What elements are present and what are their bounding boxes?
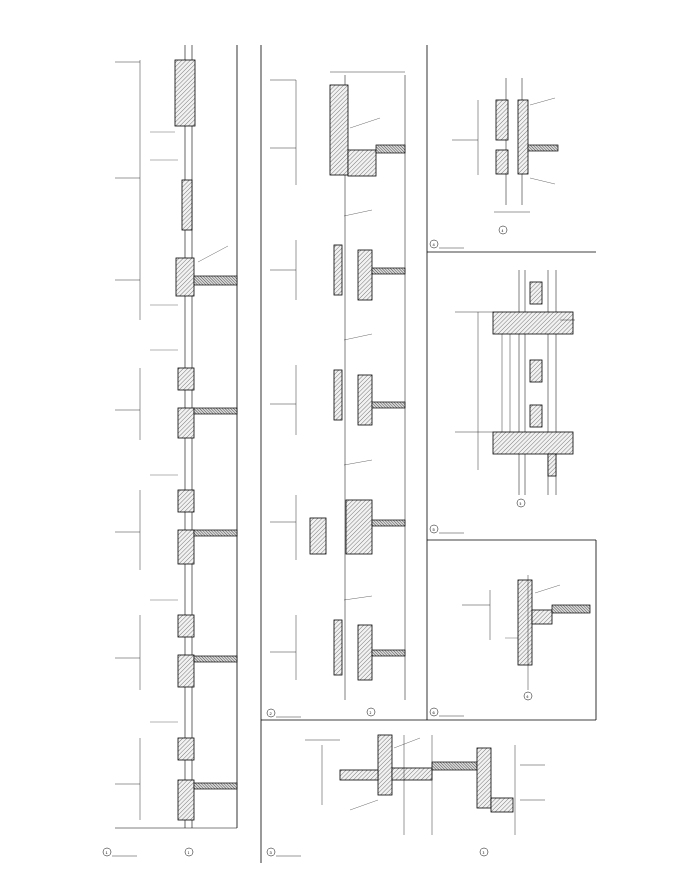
panel-5-axis-mark: 5 — [520, 502, 522, 506]
panel-5-marker: 5 — [433, 527, 436, 532]
panel-2-section-details: 2 — [270, 71, 406, 717]
panel-2-marker: 2 — [270, 711, 273, 716]
panel-3-marker: 3 — [270, 850, 273, 855]
panel-6-marker: 6 — [433, 710, 436, 715]
panel-6-parapet-detail: 6 — [462, 575, 591, 701]
panel-4-title: 4 — [429, 239, 464, 249]
panel-4-window-section: 4 — [452, 78, 559, 235]
panel-1-marker: 1 — [106, 850, 109, 855]
panel-4-marker: 4 — [433, 242, 436, 247]
panel-6-title: 6 — [429, 707, 464, 717]
panel-1-title: 1 — [102, 847, 137, 857]
panel-4-axis-mark: 4 — [502, 229, 504, 233]
panel-2-title: 2 — [266, 708, 301, 718]
panel-2-axis-mark: 2 — [370, 711, 372, 715]
panel-1-wall-section: 1 — [115, 45, 238, 857]
panel-3-title: 3 — [266, 847, 301, 857]
frame-lines — [236, 45, 597, 863]
panel-3-axis-mark: 3 — [483, 851, 485, 855]
panel-5-curtain-section: 5 — [455, 270, 575, 508]
panel-6-axis-mark: 6 — [527, 695, 529, 699]
panel-3-roof-detail: 3 — [305, 734, 545, 857]
panel-1-axis-mark: 1 — [188, 851, 190, 855]
panel-5-title: 5 — [429, 524, 464, 534]
